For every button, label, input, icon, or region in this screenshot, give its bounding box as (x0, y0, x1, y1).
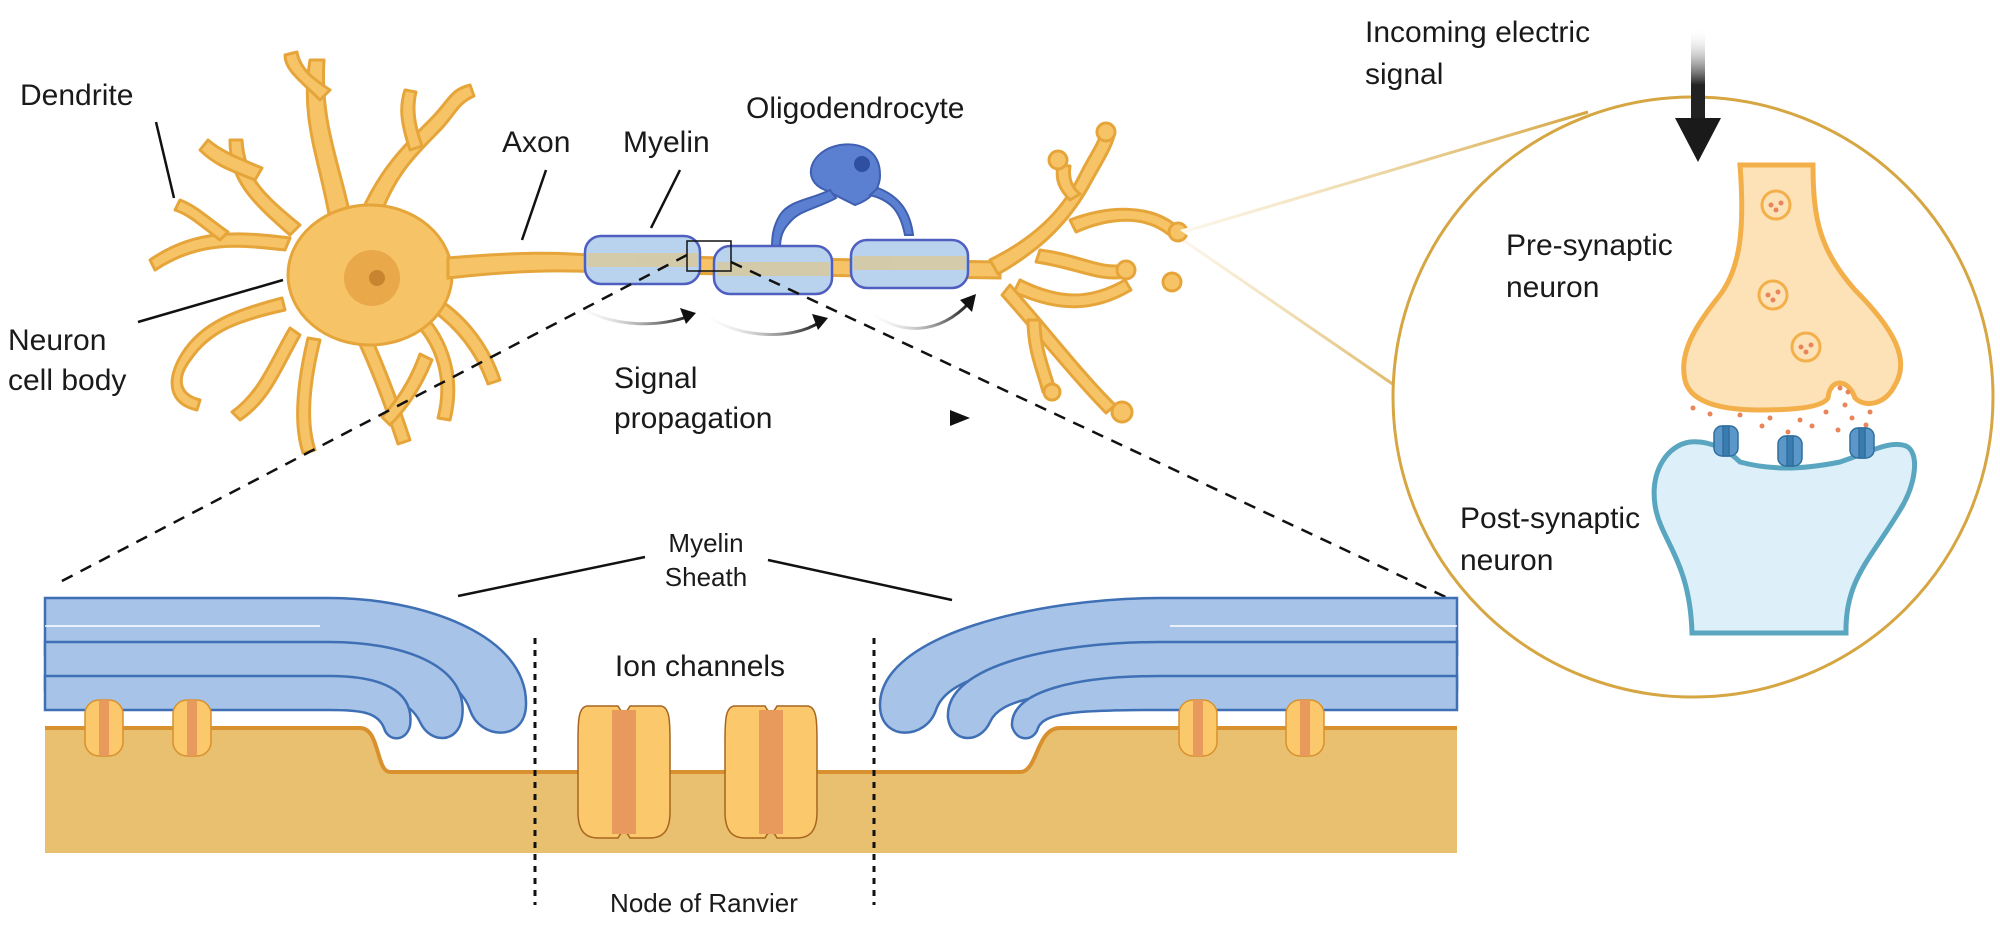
label-dendrite: Dendrite (20, 79, 133, 112)
axon-membrane-edge (45, 726, 1457, 774)
saltatory-arrows (569, 298, 972, 336)
label-ion-channels: Ion channels (615, 650, 785, 683)
node-of-ranvier-detail (43, 555, 1459, 905)
sheath-leader-lines (457, 555, 953, 602)
presynaptic-terminal (1681, 162, 1904, 413)
label-incoming-signal-line1: Incoming electric (1365, 16, 1590, 49)
label-myelin-sheath-line1: Myelin (668, 528, 743, 558)
label-incoming-signal-line2: signal (1365, 58, 1443, 91)
dendrite-branches (148, 50, 502, 455)
label-signal-propagation-line2: propagation (614, 402, 772, 435)
synaptic-vesicles (1757, 189, 1822, 363)
incoming-signal-arrowhead (1675, 118, 1721, 162)
label-neuron-cell-body-line1: Neuron (8, 324, 106, 357)
zoom-dashed-lines (59, 253, 1453, 602)
label-presynaptic-line1: Pre-synaptic (1506, 229, 1673, 262)
label-axon: Axon (502, 126, 570, 159)
myelin-axon-core (588, 253, 966, 276)
saltatory-arrowheads (680, 294, 976, 330)
vesicle-contents (1765, 200, 1814, 355)
label-presynaptic-line2: neuron (1506, 271, 1599, 304)
label-oligodendrocyte: Oligodendrocyte (746, 92, 964, 125)
label-neuron-cell-body-line2: cell body (8, 364, 126, 397)
incoming-signal-shaft (1691, 28, 1705, 123)
receptors (1713, 425, 1875, 467)
synapse-zoom (1180, 28, 1995, 699)
label-myelin-sheath-line2: Sheath (665, 562, 747, 592)
label-node-of-ranvier: Node of Ranvier (610, 888, 798, 918)
label-myelin: Myelin (623, 126, 710, 159)
oligodendrocyte-cell (770, 143, 915, 249)
zoom-line-top (1182, 110, 1589, 234)
nucleolus (369, 270, 385, 286)
large-ion-channels (577, 705, 818, 839)
label-postsynaptic-line2: neuron (1460, 544, 1553, 577)
myelin-sheath-right (878, 596, 1459, 740)
label-signal-propagation-line1: Signal (614, 362, 697, 395)
label-postsynaptic-line1: Post-synaptic (1460, 502, 1640, 535)
postsynaptic-terminal (1651, 439, 1918, 636)
leader-lines (137, 121, 682, 324)
neurotransmitters (1690, 385, 1873, 435)
terminal-boutons (1042, 121, 1189, 424)
neuron-illustration (148, 50, 1189, 455)
myelin-sheath-left (43, 596, 528, 740)
small-ion-channels (84, 699, 1325, 757)
axon-terminals (988, 130, 1177, 415)
propagation-arrowhead (950, 410, 970, 426)
node-boundary-lines (533, 638, 876, 905)
text-labels: Dendrite Neuron cell body Axon Myelin Ol… (8, 16, 1673, 918)
